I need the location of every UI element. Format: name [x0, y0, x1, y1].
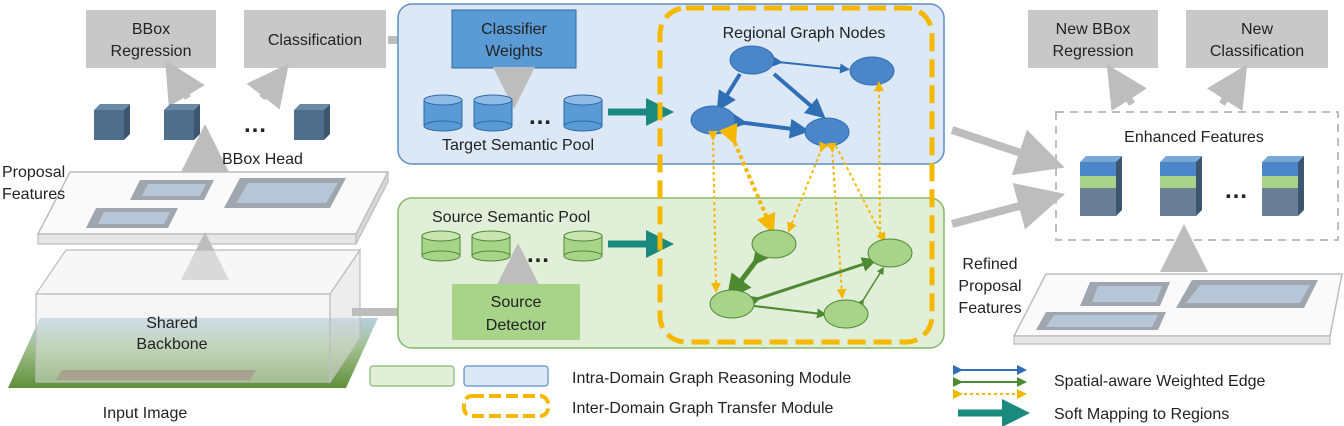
classifier-weights-line2: Weights — [485, 43, 543, 60]
classification-label: Classification — [268, 32, 362, 49]
graph-edge — [716, 72, 742, 112]
graph-edge — [856, 266, 884, 308]
graph-edge — [772, 56, 850, 74]
refined-proposal-line2: Proposal — [958, 278, 1021, 295]
regional-graph-nodes-label: Regional Graph Nodes — [723, 25, 886, 42]
proposal-features-line2: Features — [2, 186, 65, 203]
new-bbox-regression-line2: Regression — [1053, 43, 1134, 60]
feature-cube — [164, 104, 200, 140]
classification-box: Classification — [244, 10, 386, 68]
inter-domain-transfer-region — [657, 5, 935, 345]
source-semantic-pool-label: Source Semantic Pool — [432, 209, 590, 226]
source-detector-box: Source Detector — [452, 284, 580, 340]
arrow-to-new-classification — [1207, 64, 1248, 111]
transfer-edge — [707, 130, 721, 293]
proposal-features-line1: Proposal — [2, 164, 65, 181]
bbox-regression-line1: BBox — [132, 21, 170, 38]
shared-backbone-block — [8, 248, 378, 388]
source-pool-cylinder — [471, 230, 511, 262]
legend-swatch-blue — [463, 365, 549, 387]
new-classification-line1: New — [1241, 21, 1273, 38]
bbox-regression-box: BBox Regression — [86, 10, 216, 68]
target-graph-node — [690, 105, 736, 135]
legend-swatch-orange-dashed — [462, 394, 550, 418]
legend: Intra-Domain Graph Reasoning Module Inte… — [369, 365, 1265, 426]
arrow-to-bbox-regression — [165, 59, 205, 107]
bbox-regression-line2: Regression — [111, 43, 192, 60]
legend-swatch-green — [369, 365, 455, 387]
enhanced-feature-stack — [1080, 156, 1122, 216]
source-graph-node — [709, 289, 755, 319]
proposal-features-plate — [36, 171, 390, 245]
graph-edge — [744, 257, 878, 310]
refined-proposal-features-plate — [1012, 273, 1343, 345]
bbox-head-label: BBox Head — [222, 151, 303, 168]
refined-proposal-line1: Refined — [962, 256, 1017, 273]
arrow-target-to-enhanced — [950, 126, 1065, 176]
arrow-to-new-bbox-regression — [1106, 64, 1147, 111]
feature-cube — [94, 104, 130, 140]
target-pool-cylinder — [563, 94, 603, 132]
source-graph-node — [751, 229, 797, 259]
graph-edge — [772, 72, 826, 119]
legend-intra-domain: Intra-Domain Graph Reasoning Module — [572, 370, 851, 387]
target-pool-ellipsis: … — [528, 103, 552, 130]
enhanced-features-label: Enhanced Features — [1124, 129, 1264, 146]
source-pool-cylinder — [421, 230, 461, 262]
transfer-edge — [718, 122, 776, 235]
transfer-edge — [835, 145, 886, 243]
new-bbox-regression-line1: New BBox — [1056, 21, 1131, 38]
new-classification-line2: Classification — [1210, 43, 1304, 60]
input-image-label: Input Image — [103, 405, 188, 422]
enhanced-feature-stack — [1262, 156, 1304, 216]
classifier-weights-line1: Classifier — [481, 21, 547, 38]
arrow-source-to-enhanced — [950, 182, 1066, 230]
source-pool-ellipsis: … — [526, 241, 550, 268]
refined-proposal-line3: Features — [958, 300, 1021, 317]
enhanced-feature-stack — [1160, 156, 1202, 216]
enhanced-ellipsis: … — [1224, 177, 1248, 204]
source-graph-node — [823, 299, 869, 329]
arrow-to-classification — [246, 63, 289, 110]
new-classification-box: New Classification — [1186, 10, 1328, 68]
source-detector-line2: Detector — [486, 317, 547, 334]
transfer-edge — [874, 81, 885, 237]
graph-edge — [753, 305, 827, 319]
target-graph-node — [804, 117, 850, 147]
legend-weighted-edge: Spatial-aware Weighted Edge — [1054, 373, 1265, 390]
legend-inter-domain: Inter-Domain Graph Transfer Module — [572, 400, 834, 417]
source-graph-node — [867, 238, 913, 268]
target-graph-node — [729, 45, 775, 75]
target-graph-node — [849, 56, 895, 86]
target-pool-cylinder — [473, 94, 513, 132]
cubes-ellipsis: … — [243, 111, 267, 138]
new-bbox-regression-box: New BBox Regression — [1028, 10, 1158, 68]
source-pool-cylinder — [563, 230, 603, 262]
target-semantic-pool-label: Target Semantic Pool — [442, 137, 594, 154]
shared-backbone-line2: Backbone — [136, 336, 207, 353]
feature-cube — [294, 104, 330, 140]
transfer-edge — [787, 141, 829, 233]
classifier-weights-box: Classifier Weights — [451, 9, 577, 69]
shared-backbone-line1: Shared — [146, 315, 198, 332]
source-detector-line1: Source — [491, 294, 542, 311]
target-pool-cylinder — [423, 94, 463, 132]
legend-soft-mapping: Soft Mapping to Regions — [1054, 406, 1229, 423]
